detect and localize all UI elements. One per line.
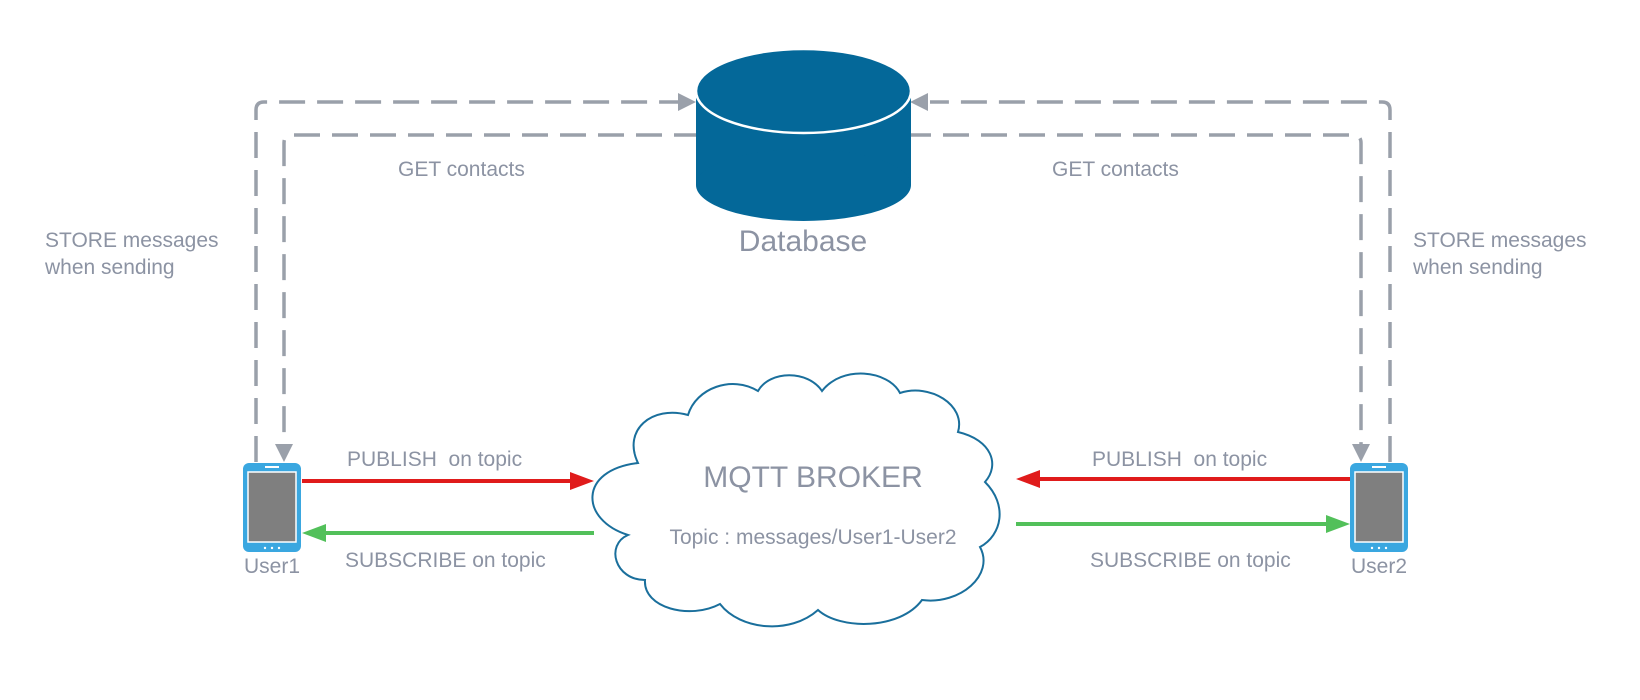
broker-title: MQTT BROKER [703,461,922,494]
user1-phone-icon [243,463,301,552]
database-cylinder [694,47,913,221]
get-path-user1 [282,133,700,448]
arrowhead-store-user2 [910,93,928,111]
publish-arrow-user2 [1016,470,1350,488]
subscribe-arrow-user1 [302,524,594,542]
get-contacts-label-left: GET contacts [398,158,525,181]
database-label: Database [739,225,867,258]
broker-topic: Topic : messages/User1-User2 [669,526,956,549]
publish-label-left: PUBLISH on topic [347,448,522,471]
user2-label: User2 [1351,555,1407,578]
publish-label-right: PUBLISH on topic [1092,448,1267,471]
store-label-left-line2: when sending [44,256,175,279]
user1-label: User1 [244,555,300,578]
arrowhead-get-user1 [275,444,293,462]
dashed-arrowheads [275,93,1370,462]
broker-cloud [591,372,1001,628]
store-path-user1 [254,100,680,462]
get-path-user2 [905,133,1363,448]
dashed-connectors [254,100,1392,462]
store-path-user2 [930,100,1392,462]
store-label-right-line2: when sending [1412,256,1543,279]
subscribe-arrow-user2 [1016,515,1350,533]
arrowhead-store-user1 [678,93,696,111]
publish-arrow-user1 [302,472,594,490]
store-label-left-line1: STORE messages [45,229,219,252]
user2-phone-icon [1350,463,1408,552]
subscribe-label-right: SUBSCRIBE on topic [1090,549,1291,572]
get-contacts-label-right: GET contacts [1052,158,1179,181]
subscribe-label-left: SUBSCRIBE on topic [345,549,546,572]
store-label-right-line1: STORE messages [1413,229,1587,252]
arrowhead-get-user2 [1352,444,1370,462]
